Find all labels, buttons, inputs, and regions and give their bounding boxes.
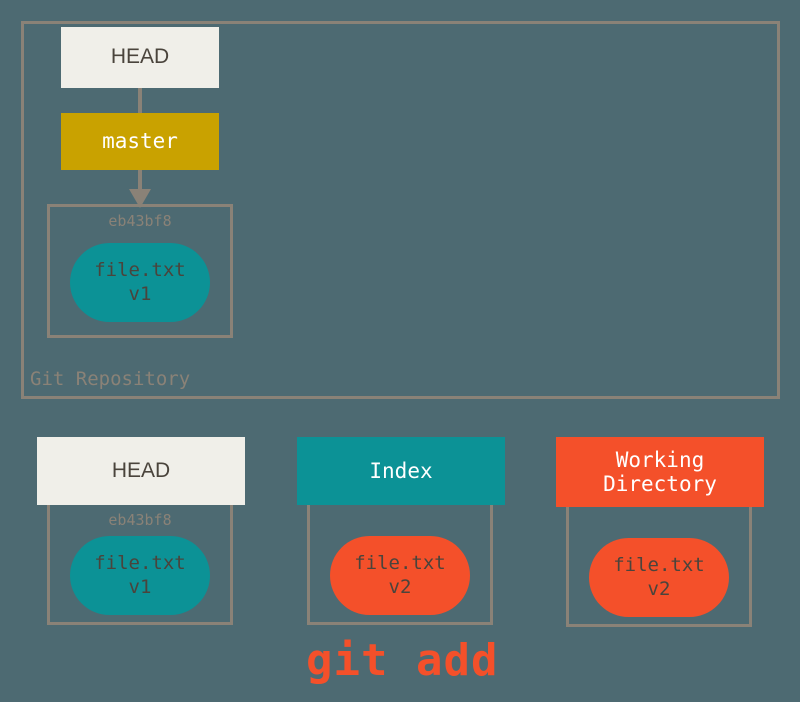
area-working-directory-container <box>566 507 752 627</box>
area-head-file-name: file.txt <box>94 552 186 575</box>
repo-commit-box <box>47 204 233 338</box>
area-working-directory-file-name: file.txt <box>613 554 705 577</box>
area-index-label: Index <box>369 458 433 483</box>
repo-commit-id: eb43bf8 <box>108 212 172 230</box>
area-head-container <box>47 505 233 625</box>
area-index-file-blob: file.txt v2 <box>330 536 470 615</box>
git-repository-frame <box>21 21 780 399</box>
area-index-file-name: file.txt <box>354 552 446 575</box>
repo-head-label: HEAD <box>110 45 170 69</box>
connector-master-to-commit <box>138 170 142 192</box>
area-working-directory-label-line2: Directory <box>603 472 717 496</box>
area-index-header: Index <box>297 437 505 505</box>
area-head-label: HEAD <box>111 458 171 482</box>
repo-file-blob: file.txt v1 <box>70 243 210 322</box>
git-repository-label: Git Repository <box>30 368 191 390</box>
area-working-directory-file-blob: file.txt v2 <box>589 538 729 617</box>
repo-file-version: v1 <box>128 282 152 305</box>
arrowhead-master-to-commit <box>129 189 151 208</box>
connector-head-to-master <box>138 88 142 114</box>
area-working-directory-file-version: v2 <box>647 577 671 600</box>
repo-file-name: file.txt <box>94 259 186 282</box>
repo-master-label: master <box>102 129 178 154</box>
area-head-file-version: v1 <box>128 575 152 598</box>
area-head-commit-id: eb43bf8 <box>108 511 172 529</box>
area-working-directory-header: Working Directory <box>556 437 764 507</box>
area-index-container <box>307 505 493 625</box>
repo-head-box: HEAD <box>61 27 219 88</box>
command-caption: git add <box>306 635 499 686</box>
area-working-directory-label-line1: Working <box>615 447 705 472</box>
area-head-file-blob: file.txt v1 <box>70 536 210 615</box>
repo-master-box: master <box>61 113 219 170</box>
area-index-file-version: v2 <box>388 575 412 598</box>
area-head-header: HEAD <box>37 437 245 505</box>
